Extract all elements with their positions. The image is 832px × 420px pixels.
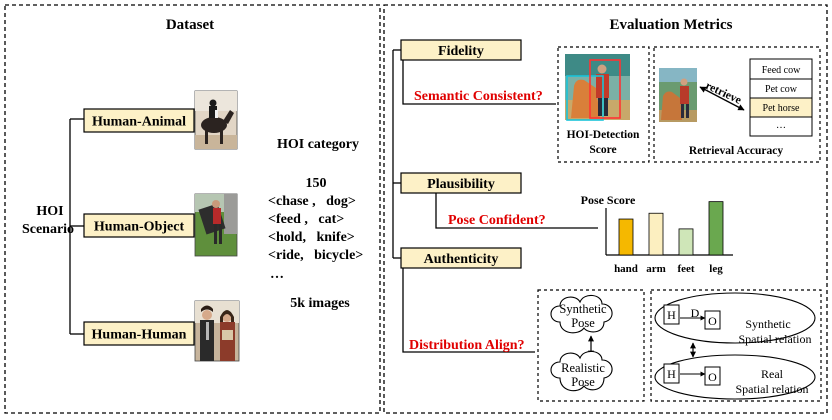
real-spatial-relation: H O Real Spatial relation (654, 354, 816, 400)
example-ellipsis: … (270, 267, 284, 282)
synthetic-h-label: H (667, 308, 676, 322)
retrieval-options-list: Feed cow Pet cow Pet horse … (749, 58, 813, 137)
detection-photo-icon (565, 54, 630, 121)
authenticity-box (400, 247, 522, 269)
option-feed-cow: Feed cow (762, 65, 801, 76)
category-human-animal[interactable]: Human-Animal (83, 108, 195, 133)
images-count-label: 5k images (290, 296, 350, 311)
metric-authenticity[interactable]: Authenticity (400, 247, 522, 269)
pose-bar-hand (618, 218, 634, 256)
rider-on-horse-photo-icon (194, 90, 238, 150)
pose-tick-leg: leg (709, 263, 723, 275)
example-ride-bicycle: <ride, bicycle> (268, 248, 363, 263)
synthetic-pose-line2: Pose (571, 316, 595, 330)
realistic-pose-line1: Realistic (561, 361, 605, 375)
fidelity-box (400, 39, 522, 61)
pose-bar-feet (678, 228, 694, 256)
metric-plausibility[interactable]: Plausibility (400, 172, 522, 194)
dataset-panel-border (4, 4, 381, 414)
real-relation-line2: Spatial relation (736, 382, 809, 396)
example-chase-dog: <chase , dog> (268, 194, 356, 209)
human-object-label: Human-Object (94, 220, 185, 235)
dataset-panel: Dataset HOI Scenario Human-Animal (4, 4, 381, 414)
plausibility-box (400, 172, 522, 194)
dataset-title: Dataset (166, 17, 214, 33)
pose-tick-hand: hand (614, 263, 638, 275)
category-count: 150 (306, 176, 327, 191)
hoi-category-label: HOI category (277, 137, 359, 152)
retrieval-accuracy-label: Retrieval Accuracy (689, 145, 783, 157)
pose-score-title: Pose Score (581, 193, 636, 207)
hoi-detection-label-line1: HOI-Detection (567, 129, 640, 141)
metrics-panel: Evaluation Metrics Fidelity Semantic Con… (383, 4, 828, 414)
pose-bar-arm (648, 212, 664, 256)
pose-bar-leg (708, 201, 724, 256)
synthetic-pose-line1: Synthetic (559, 302, 607, 316)
category-human-object[interactable]: Human-Object (83, 213, 195, 238)
synthetic-pose-cloud-icon: Synthetic Pose (550, 294, 613, 334)
realistic-pose-cloud-icon: Realistic Pose (550, 350, 613, 392)
category-human-human[interactable]: Human-Human (83, 321, 195, 346)
metric-fidelity[interactable]: Fidelity (400, 39, 522, 61)
retrieve-arrow (699, 86, 745, 111)
pose-confident-question: Pose Confident? (448, 213, 546, 228)
metrics-panel-border (383, 4, 828, 414)
pose-score-bars (618, 201, 724, 256)
human-animal-label: Human-Animal (92, 115, 186, 130)
real-relation-line1: Real (761, 367, 784, 381)
retrieval-accuracy-panel: retrieve Feed cow Pet cow Pet horse … Re… (653, 46, 821, 163)
dataset-tree-lines (69, 118, 84, 335)
hoi-scenario-line1: HOI (36, 204, 63, 219)
fidelity-label: Fidelity (438, 44, 484, 59)
two-people-photo-icon (194, 300, 240, 362)
plausibility-label: Plausibility (427, 177, 495, 192)
real-h-label: H (667, 367, 676, 381)
synthetic-spatial-relation: H D O Synthetic Spatial relation (654, 292, 816, 346)
pose-distribution-panel: Synthetic Pose Realistic Pose (537, 289, 645, 402)
realistic-pose-line2: Pose (571, 375, 595, 389)
option-pet-horse: Pet horse (763, 103, 801, 114)
synthetic-relation-line1: Synthetic (745, 317, 790, 331)
distribution-align-question: Distribution Align? (409, 338, 525, 353)
real-o-label: O (708, 370, 717, 384)
retrieval-photo-icon (659, 68, 697, 122)
example-feed-cat: <feed , cat> (268, 212, 344, 227)
spatial-relation-panel: H D O Synthetic Spatial relation H O Rea… (650, 289, 822, 402)
authenticity-label: Authenticity (424, 252, 499, 267)
human-human-label: Human-Human (92, 328, 187, 343)
hoi-detection-label-line2: Score (589, 144, 616, 156)
hoi-scenario-line2: Scenario (22, 222, 74, 237)
metrics-tree-lines (392, 49, 598, 353)
human-animal-box (83, 108, 195, 133)
example-hold-knife: <hold, knife> (268, 230, 355, 245)
pose-tick-arm: arm (646, 263, 666, 275)
option-ellipsis: … (776, 120, 786, 131)
pose-tick-feet: feet (677, 263, 694, 275)
person-with-bicycle-photo-icon (194, 193, 238, 257)
metrics-title: Evaluation Metrics (610, 17, 733, 33)
synthetic-relation-line2: Spatial relation (739, 332, 812, 346)
synthetic-o-label: O (708, 314, 717, 328)
human-object-box (83, 213, 195, 238)
synthetic-d-label: D (691, 306, 700, 320)
option-pet-cow: Pet cow (765, 84, 798, 95)
hoi-detection-score-panel: HOI-Detection Score (557, 46, 650, 163)
retrieve-label: retrieve (703, 80, 743, 107)
semantic-consistent-question: Semantic Consistent? (414, 89, 543, 104)
human-human-box (83, 321, 195, 346)
